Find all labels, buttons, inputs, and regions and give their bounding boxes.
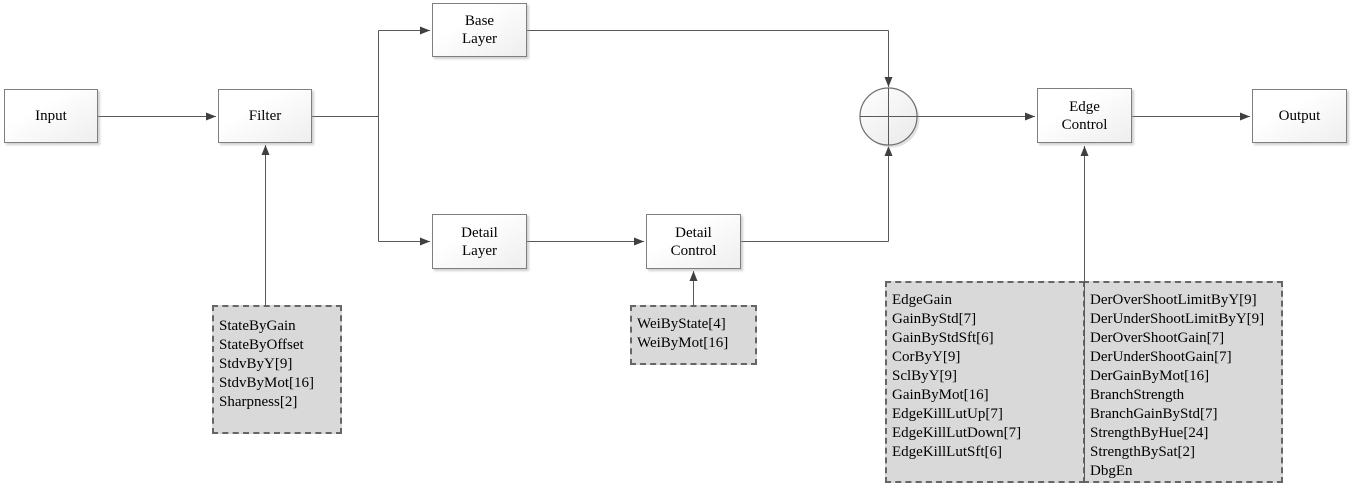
node-input-label: Input	[35, 108, 67, 124]
param-item: DerGainByMot[16]	[1090, 368, 1210, 384]
node-base-layer-label: Base Layer	[462, 13, 497, 47]
node-input: Input	[4, 89, 98, 143]
node-edge-control: Edge Control	[1037, 88, 1132, 143]
node-detail-layer-label: Detail Layer	[461, 224, 498, 259]
node-output: Output	[1252, 89, 1347, 143]
node-filter: Filter	[218, 89, 312, 143]
edge-control-params-box-col2: DerOverShootLimitByY[9] DerUnderShootLim…	[1083, 281, 1283, 483]
param-item: StrengthBySat[2]	[1090, 444, 1195, 460]
node-output-label: Output	[1278, 108, 1321, 124]
param-item: DbgEn	[1090, 463, 1133, 479]
param-item: EdgeKillLutUp[7]	[892, 406, 1003, 422]
param-item: StateByOffset	[219, 337, 304, 353]
param-item: StdvByMot[16]	[219, 375, 315, 391]
param-item: Sharpness[2]	[219, 394, 298, 410]
node-detail-control: Detail Control	[646, 214, 741, 269]
edge-params-divider	[1084, 281, 1085, 483]
param-item: WeiByState[4]	[637, 316, 726, 332]
node-filter-label: Filter	[248, 108, 282, 124]
param-item: BranchStrength	[1090, 387, 1185, 403]
param-item: SclByY[9]	[892, 368, 957, 384]
param-item: DerOverShootLimitByY[9]	[1090, 292, 1257, 308]
node-base-layer: Base Layer	[432, 3, 527, 57]
param-item: DerUnderShootLimitByY[9]	[1090, 311, 1265, 327]
param-item: EdgeKillLutDown[7]	[892, 425, 1022, 441]
param-item: DerOverShootGain[7]	[1090, 330, 1225, 346]
param-item: BranchGainByStd[7]	[1090, 406, 1218, 422]
edge-control-params-box-col1: EdgeGain GainByStd[7] GainByStdSft[6] Co…	[885, 281, 1085, 483]
param-item: StdvByY[9]	[219, 356, 293, 372]
param-item: EdgeGain	[892, 292, 952, 308]
node-detail-control-label: Detail Control	[670, 224, 717, 259]
param-item: GainByStdSft[6]	[892, 330, 994, 346]
param-item: GainByMot[16]	[892, 387, 989, 403]
filter-params-box: StateByGain StateByOffset StdvByY[9] Std…	[212, 305, 342, 434]
param-item: StateByGain	[219, 318, 296, 334]
param-item: GainByStd[7]	[892, 311, 977, 327]
param-item: StrengthByHue[24]	[1090, 425, 1209, 441]
param-item: DerUnderShootGain[7]	[1090, 349, 1232, 365]
param-item: CorByY[9]	[892, 349, 961, 365]
node-detail-layer: Detail Layer	[432, 214, 527, 269]
param-item: EdgeKillLutSft[6]	[892, 444, 1002, 460]
param-item: WeiByMot[16]	[637, 335, 729, 351]
node-edge-control-label: Edge Control	[1061, 98, 1108, 133]
detail-control-params-box: WeiByState[4] WeiByMot[16]	[630, 305, 757, 365]
